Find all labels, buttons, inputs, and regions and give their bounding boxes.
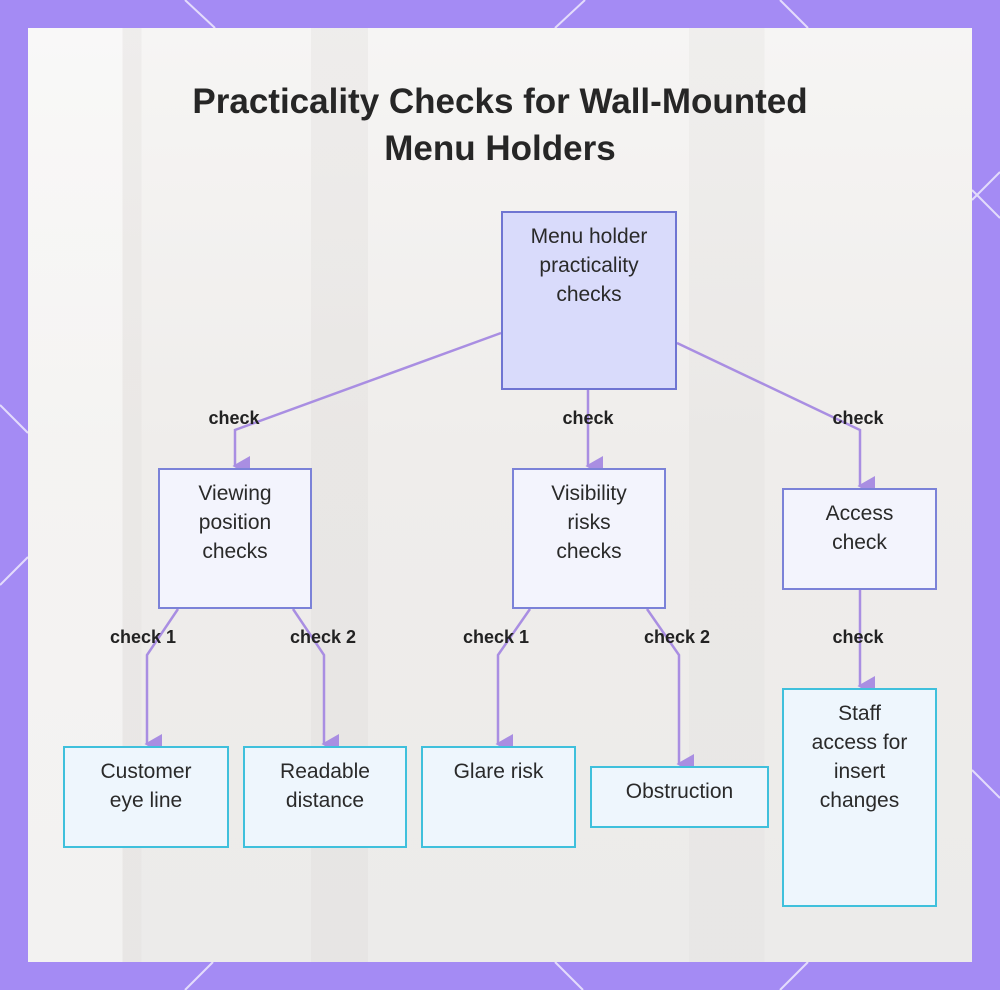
node-readable-distance: Readable distance (243, 746, 407, 848)
node-root-label: Menu holder practicality checks (530, 225, 648, 306)
node-customer-eye-line: Customer eye line (63, 746, 229, 848)
edge-label-root-visibility: check (562, 408, 614, 428)
edge-label-visibility-obstruction: check 2 (643, 627, 711, 647)
edge-root-viewing (232, 331, 502, 476)
node-obstruction: Obstruction (590, 766, 769, 828)
edge-root-access (676, 341, 875, 496)
node-access-check: Access check (782, 488, 937, 590)
node-viewing-position: Viewing position checks (158, 468, 312, 609)
edge-visibility-glare (495, 608, 532, 754)
edge-label-viewing-distance: check 2 (289, 627, 357, 647)
node-staff-label: Staff access for insert changes (811, 702, 908, 812)
node-root: Menu holder practicality checks (501, 211, 677, 390)
node-staff-access: Staff access for insert changes (782, 688, 937, 907)
node-glare-label: Glare risk (453, 760, 544, 783)
node-viewing-label: Viewing position checks (198, 482, 272, 563)
title-line-1: Practicality Checks for Wall-Mounted (192, 82, 808, 121)
edge-viewing-distance (291, 608, 339, 754)
edge-visibility-obstruction (645, 608, 694, 774)
diagram-title: Practicality Checks for Wall-Mounted Men… (28, 78, 972, 172)
node-glare-risk: Glare risk (421, 746, 576, 848)
title-line-2: Menu Holders (384, 129, 616, 168)
edge-label-visibility-glare: check 1 (462, 627, 530, 647)
node-access-label: Access check (825, 502, 894, 554)
node-distance-label: Readable distance (280, 760, 370, 812)
edge-label-viewing-eyeline: check 1 (109, 627, 177, 647)
edge-viewing-eyeline (144, 608, 180, 754)
edge-label-root-viewing: check (208, 408, 260, 428)
node-obstruction-label: Obstruction (625, 780, 734, 803)
node-visibility-risks: Visibility risks checks (512, 468, 666, 609)
edge-label-access-staff: check (832, 627, 884, 647)
node-visibility-label: Visibility risks checks (551, 482, 627, 563)
node-eye-line-label: Customer eye line (100, 760, 192, 812)
edge-label-root-access: check (832, 408, 884, 428)
